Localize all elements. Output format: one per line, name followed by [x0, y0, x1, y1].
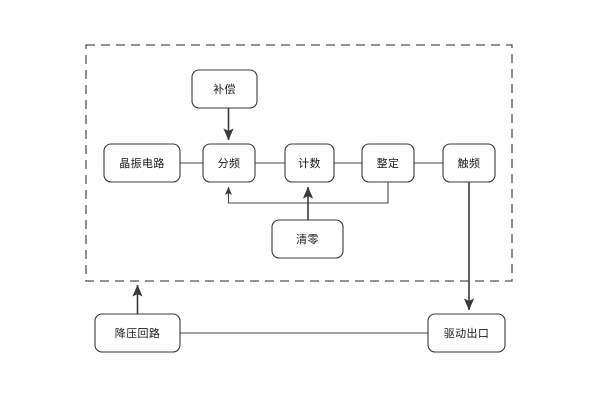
- node-jishu-label: 计数: [298, 157, 321, 170]
- node-jishu-box[interactable]: [284, 143, 335, 183]
- node-fenpin-box[interactable]: [202, 143, 256, 183]
- node-jishu[interactable]: 计数: [284, 143, 335, 183]
- node-buchang[interactable]: 补偿: [191, 69, 258, 109]
- node-qudong-chukou-box[interactable]: [427, 313, 506, 353]
- node-qudong-chukou[interactable]: 驱动出口: [427, 313, 506, 353]
- dashed-boundary-group: [85, 44, 513, 282]
- node-jiangya-huilu-box[interactable]: [94, 313, 181, 353]
- node-zhengding-box[interactable]: [361, 143, 415, 183]
- node-zhengding[interactable]: 整定: [361, 143, 415, 183]
- node-chupin-box[interactable]: [442, 143, 496, 183]
- node-qingling[interactable]: 清零: [271, 219, 344, 259]
- node-qingling-label: 清零: [296, 233, 319, 246]
- node-jiangya-huilu-label: 降压回路: [115, 326, 161, 340]
- node-jingzhen-dianlu-box[interactable]: [103, 143, 181, 183]
- node-fenpin[interactable]: 分频: [202, 143, 256, 183]
- node-layer: 补偿 晶振电路 分频 计数 整定 触频: [94, 69, 506, 353]
- node-jingzhen-dianlu[interactable]: 晶振电路: [103, 143, 181, 183]
- edge-layer: [132, 108, 475, 334]
- node-jiangya-huilu[interactable]: 降压回路: [94, 313, 181, 353]
- node-buchang-box[interactable]: [191, 69, 258, 109]
- node-chupin-label: 触频: [458, 156, 481, 170]
- node-qudong-chukou-label: 驱动出口: [444, 326, 490, 340]
- node-jingzhen-dianlu-label: 晶振电路: [119, 156, 165, 170]
- node-buchang-label: 补偿: [213, 82, 236, 96]
- node-fenpin-label: 分频: [218, 156, 241, 170]
- node-qingling-box[interactable]: [271, 219, 344, 259]
- node-chupin[interactable]: 触频: [442, 143, 496, 183]
- node-zhengding-label: 整定: [377, 156, 400, 170]
